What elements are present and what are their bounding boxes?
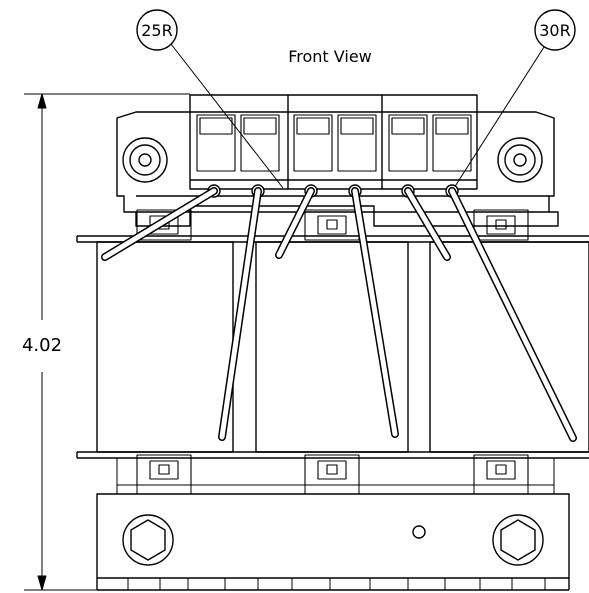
top-core-plate [76,235,589,243]
coil-left [96,241,234,453]
callout-30r-label: 30R [539,21,570,40]
lead-wires [101,187,577,442]
view-title: Front View [288,47,372,66]
base-hole-small [412,525,426,539]
callout-25r: 25R [136,9,284,189]
base-bolt-right [492,514,544,566]
callout-30r: 30R [453,9,576,189]
base-foot [96,493,570,591]
callout-25r-label: 25R [141,21,172,40]
terminal-block [189,94,478,198]
coil-center [255,241,409,453]
lamination-stack [116,457,555,495]
bottom-clips [136,454,529,486]
mounting-stud-right [497,137,543,183]
mounting-stud-left [122,137,168,183]
base-bolt-left [122,514,174,566]
height-dimension: 4.02 [22,93,190,591]
height-dimension-value: 4.02 [22,335,62,356]
